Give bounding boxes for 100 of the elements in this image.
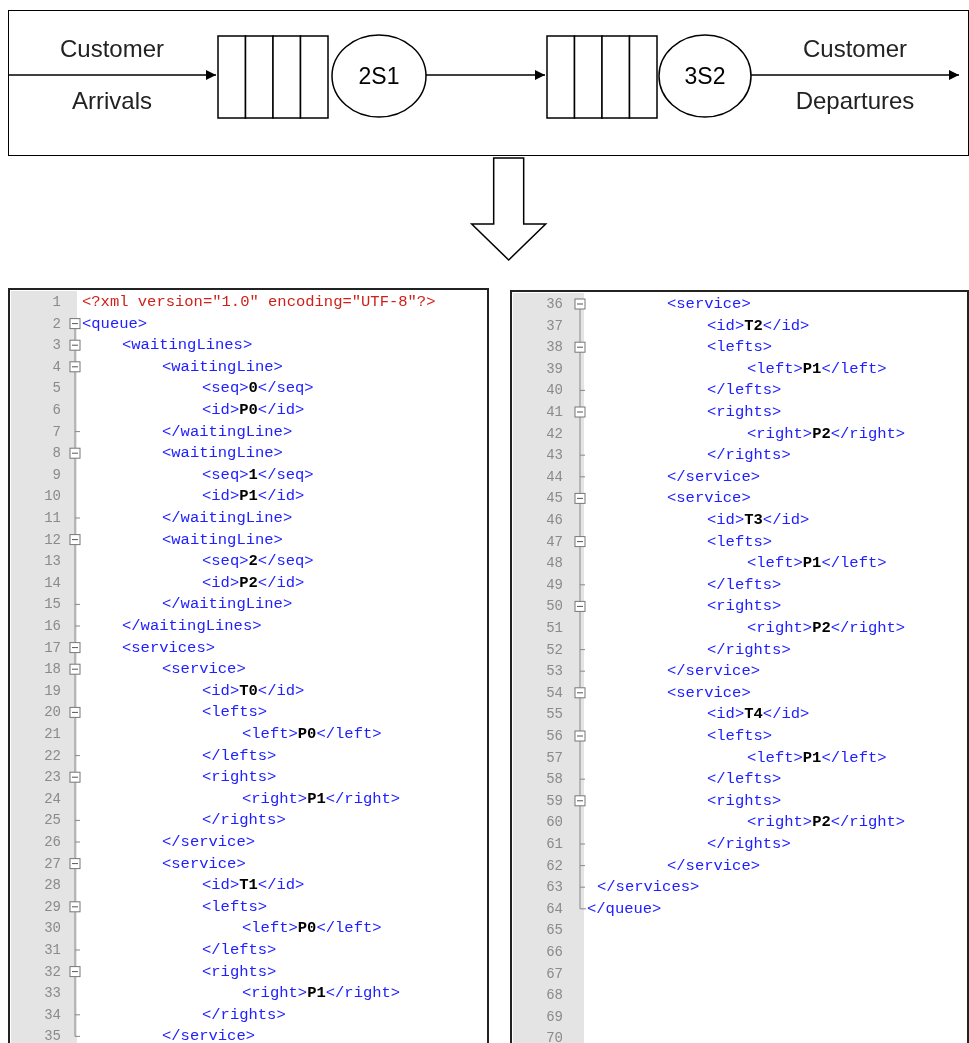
line-number: 17 — [44, 638, 61, 658]
code-line: <service> — [162, 659, 246, 680]
code-line: <waitingLine> — [162, 356, 283, 377]
line-number: 33 — [44, 984, 61, 1004]
line-number: 26 — [44, 833, 61, 852]
code-line: <id>T3</id> — [707, 510, 810, 530]
line-number: 51 — [546, 619, 563, 638]
code-line: <id>P1</id> — [202, 486, 305, 507]
line-number: 57 — [546, 748, 563, 768]
line-number: 46 — [546, 511, 563, 530]
code-line: <waitingLine> — [162, 443, 283, 464]
line-number: 22 — [44, 746, 61, 766]
line-number: 5 — [52, 379, 61, 399]
code-line: <id>T1</id> — [202, 875, 305, 896]
line-number: 42 — [546, 424, 563, 444]
code-line: <?xml version="1.0" encoding="UTF-8"?> — [82, 292, 436, 312]
code-panel — [510, 290, 969, 1043]
code-line: <lefts> — [707, 726, 773, 746]
code-line: </waitingLines> — [122, 616, 262, 636]
code-line: <lefts> — [202, 896, 268, 917]
code-line: <id>P0</id> — [202, 400, 305, 420]
line-number: 16 — [44, 617, 61, 636]
line-number: 12 — [44, 530, 61, 550]
code-line: <id>T2</id> — [707, 315, 810, 336]
code-line: <seq>1</seq> — [202, 464, 314, 485]
code-line: <service> — [162, 853, 246, 874]
code-line: </waitingLine> — [162, 594, 293, 615]
code-line: <services> — [122, 637, 215, 658]
code-line: </lefts> — [707, 574, 782, 595]
line-number: 4 — [52, 357, 61, 377]
code-line: </rights> — [707, 639, 791, 660]
code-line: <lefts> — [707, 531, 773, 552]
line-number: 37 — [546, 316, 563, 336]
server-label: 3S2 — [683, 62, 727, 90]
code-line: <right>P1</right> — [242, 788, 401, 809]
line-number: 7 — [52, 422, 61, 442]
line-number: 19 — [44, 681, 61, 701]
code-line: </rights> — [707, 445, 791, 466]
line-number: 49 — [546, 575, 563, 595]
code-line: <service> — [667, 294, 751, 314]
line-number: 58 — [546, 770, 563, 790]
line-number: 20 — [44, 703, 61, 723]
line-number: 53 — [546, 662, 563, 682]
line-number: 50 — [546, 597, 563, 617]
arrow — [7, 70, 217, 80]
edge-label: Customer Arrivals — [59, 34, 165, 116]
code-line: <rights> — [707, 596, 782, 617]
code-line: <service> — [667, 488, 751, 509]
code-panel — [8, 288, 489, 1043]
line-number: 31 — [44, 941, 61, 960]
code-line: </lefts> — [707, 769, 782, 790]
server-label: 2S1 — [357, 62, 401, 90]
line-number: 28 — [44, 876, 61, 896]
code-line: <left>P1</left> — [747, 358, 887, 379]
line-number: 64 — [546, 899, 563, 919]
line-number: 60 — [546, 813, 563, 833]
line-number: 62 — [546, 856, 563, 876]
code-line: </queue> — [587, 898, 662, 919]
code-line: <lefts> — [707, 337, 773, 358]
line-number: 2 — [52, 314, 61, 334]
line-number: 52 — [546, 640, 563, 660]
code-line: <right>P1</right> — [242, 983, 401, 1004]
line-number: 18 — [44, 660, 61, 680]
code-line: <service> — [667, 682, 751, 703]
code-line: </rights> — [202, 810, 286, 831]
line-number: 32 — [44, 962, 61, 982]
code-line: </lefts> — [202, 940, 277, 960]
code-line: <id>P2</id> — [202, 572, 305, 593]
code-line: </waitingLine> — [162, 421, 293, 442]
code-line: <left>P0</left> — [242, 918, 382, 939]
line-number: 68 — [546, 986, 563, 1006]
arrow — [750, 70, 960, 80]
line-number: 6 — [52, 401, 61, 420]
line-number: 8 — [52, 444, 61, 464]
code-line: <id>T0</id> — [202, 680, 305, 701]
edge-label: Customer Departures — [794, 34, 916, 116]
queue-drawing — [217, 35, 329, 119]
line-number: 48 — [546, 554, 563, 574]
code-line: <left>P1</left> — [747, 553, 887, 574]
code-line: <rights> — [707, 790, 782, 811]
code-line: </lefts> — [707, 380, 782, 401]
line-number: 54 — [546, 683, 563, 703]
line-number: 44 — [546, 467, 563, 487]
line-number: 3 — [52, 336, 61, 356]
code-line: </service> — [162, 1026, 255, 1043]
code-line: <right>P2</right> — [747, 812, 906, 833]
line-number: 35 — [44, 1027, 61, 1043]
queue-drawing — [546, 35, 658, 119]
code-line: <left>P1</left> — [747, 747, 887, 768]
code-line: </waitingLine> — [162, 508, 293, 528]
line-number: 67 — [546, 964, 563, 984]
line-number: 61 — [546, 835, 563, 854]
frame-box — [8, 10, 969, 156]
code-line: <seq>2</seq> — [202, 551, 314, 572]
line-number: 21 — [44, 725, 61, 744]
line-number: 36 — [546, 295, 563, 314]
code-line: <seq>0</seq> — [202, 378, 314, 399]
line-number: 70 — [546, 1029, 563, 1043]
block-arrow — [469, 157, 548, 262]
line-number: 34 — [44, 1005, 61, 1025]
